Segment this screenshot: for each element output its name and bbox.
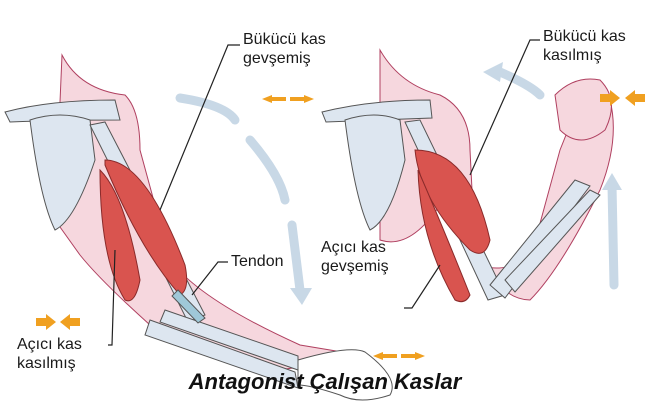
left-extensor-label: Açıcı kas kasılmış: [17, 335, 82, 373]
tendon-label: Tendon: [231, 253, 284, 270]
relaxed-arrows-icon: [262, 95, 425, 360]
label-line: Bükücü kas: [543, 28, 626, 45]
right-flexor-label: Bükücü kas kasılmış: [543, 27, 626, 65]
label-line: gevşemiş: [243, 50, 311, 67]
motion-arrow-head: [290, 288, 312, 305]
contracted-arrows-icon: [36, 90, 645, 330]
motion-arrow-head: [483, 62, 503, 82]
label-line: gevşemiş: [321, 258, 389, 275]
right-extensor-label: Açıcı kas gevşemiş: [321, 238, 389, 276]
motion-arrow-up: [495, 67, 619, 290]
right-arm-flexed: [321, 48, 614, 303]
diagram-title: Antagonist Çalışan Kaslar: [188, 369, 462, 394]
left-flexor-label: Bükücü kas gevşemiş: [243, 30, 326, 68]
motion-arrow-down: [175, 93, 305, 295]
label-line: Bükücü kas: [243, 31, 326, 48]
leader-lines: [108, 39, 540, 346]
left-arm-extended: [4, 53, 393, 401]
label-line: kasılmış: [17, 355, 76, 372]
motion-arrow-head: [602, 173, 622, 190]
label-line: kasılmış: [543, 47, 602, 64]
label-line: Açıcı kas: [321, 239, 386, 256]
label-line: Açıcı kas: [17, 336, 82, 353]
